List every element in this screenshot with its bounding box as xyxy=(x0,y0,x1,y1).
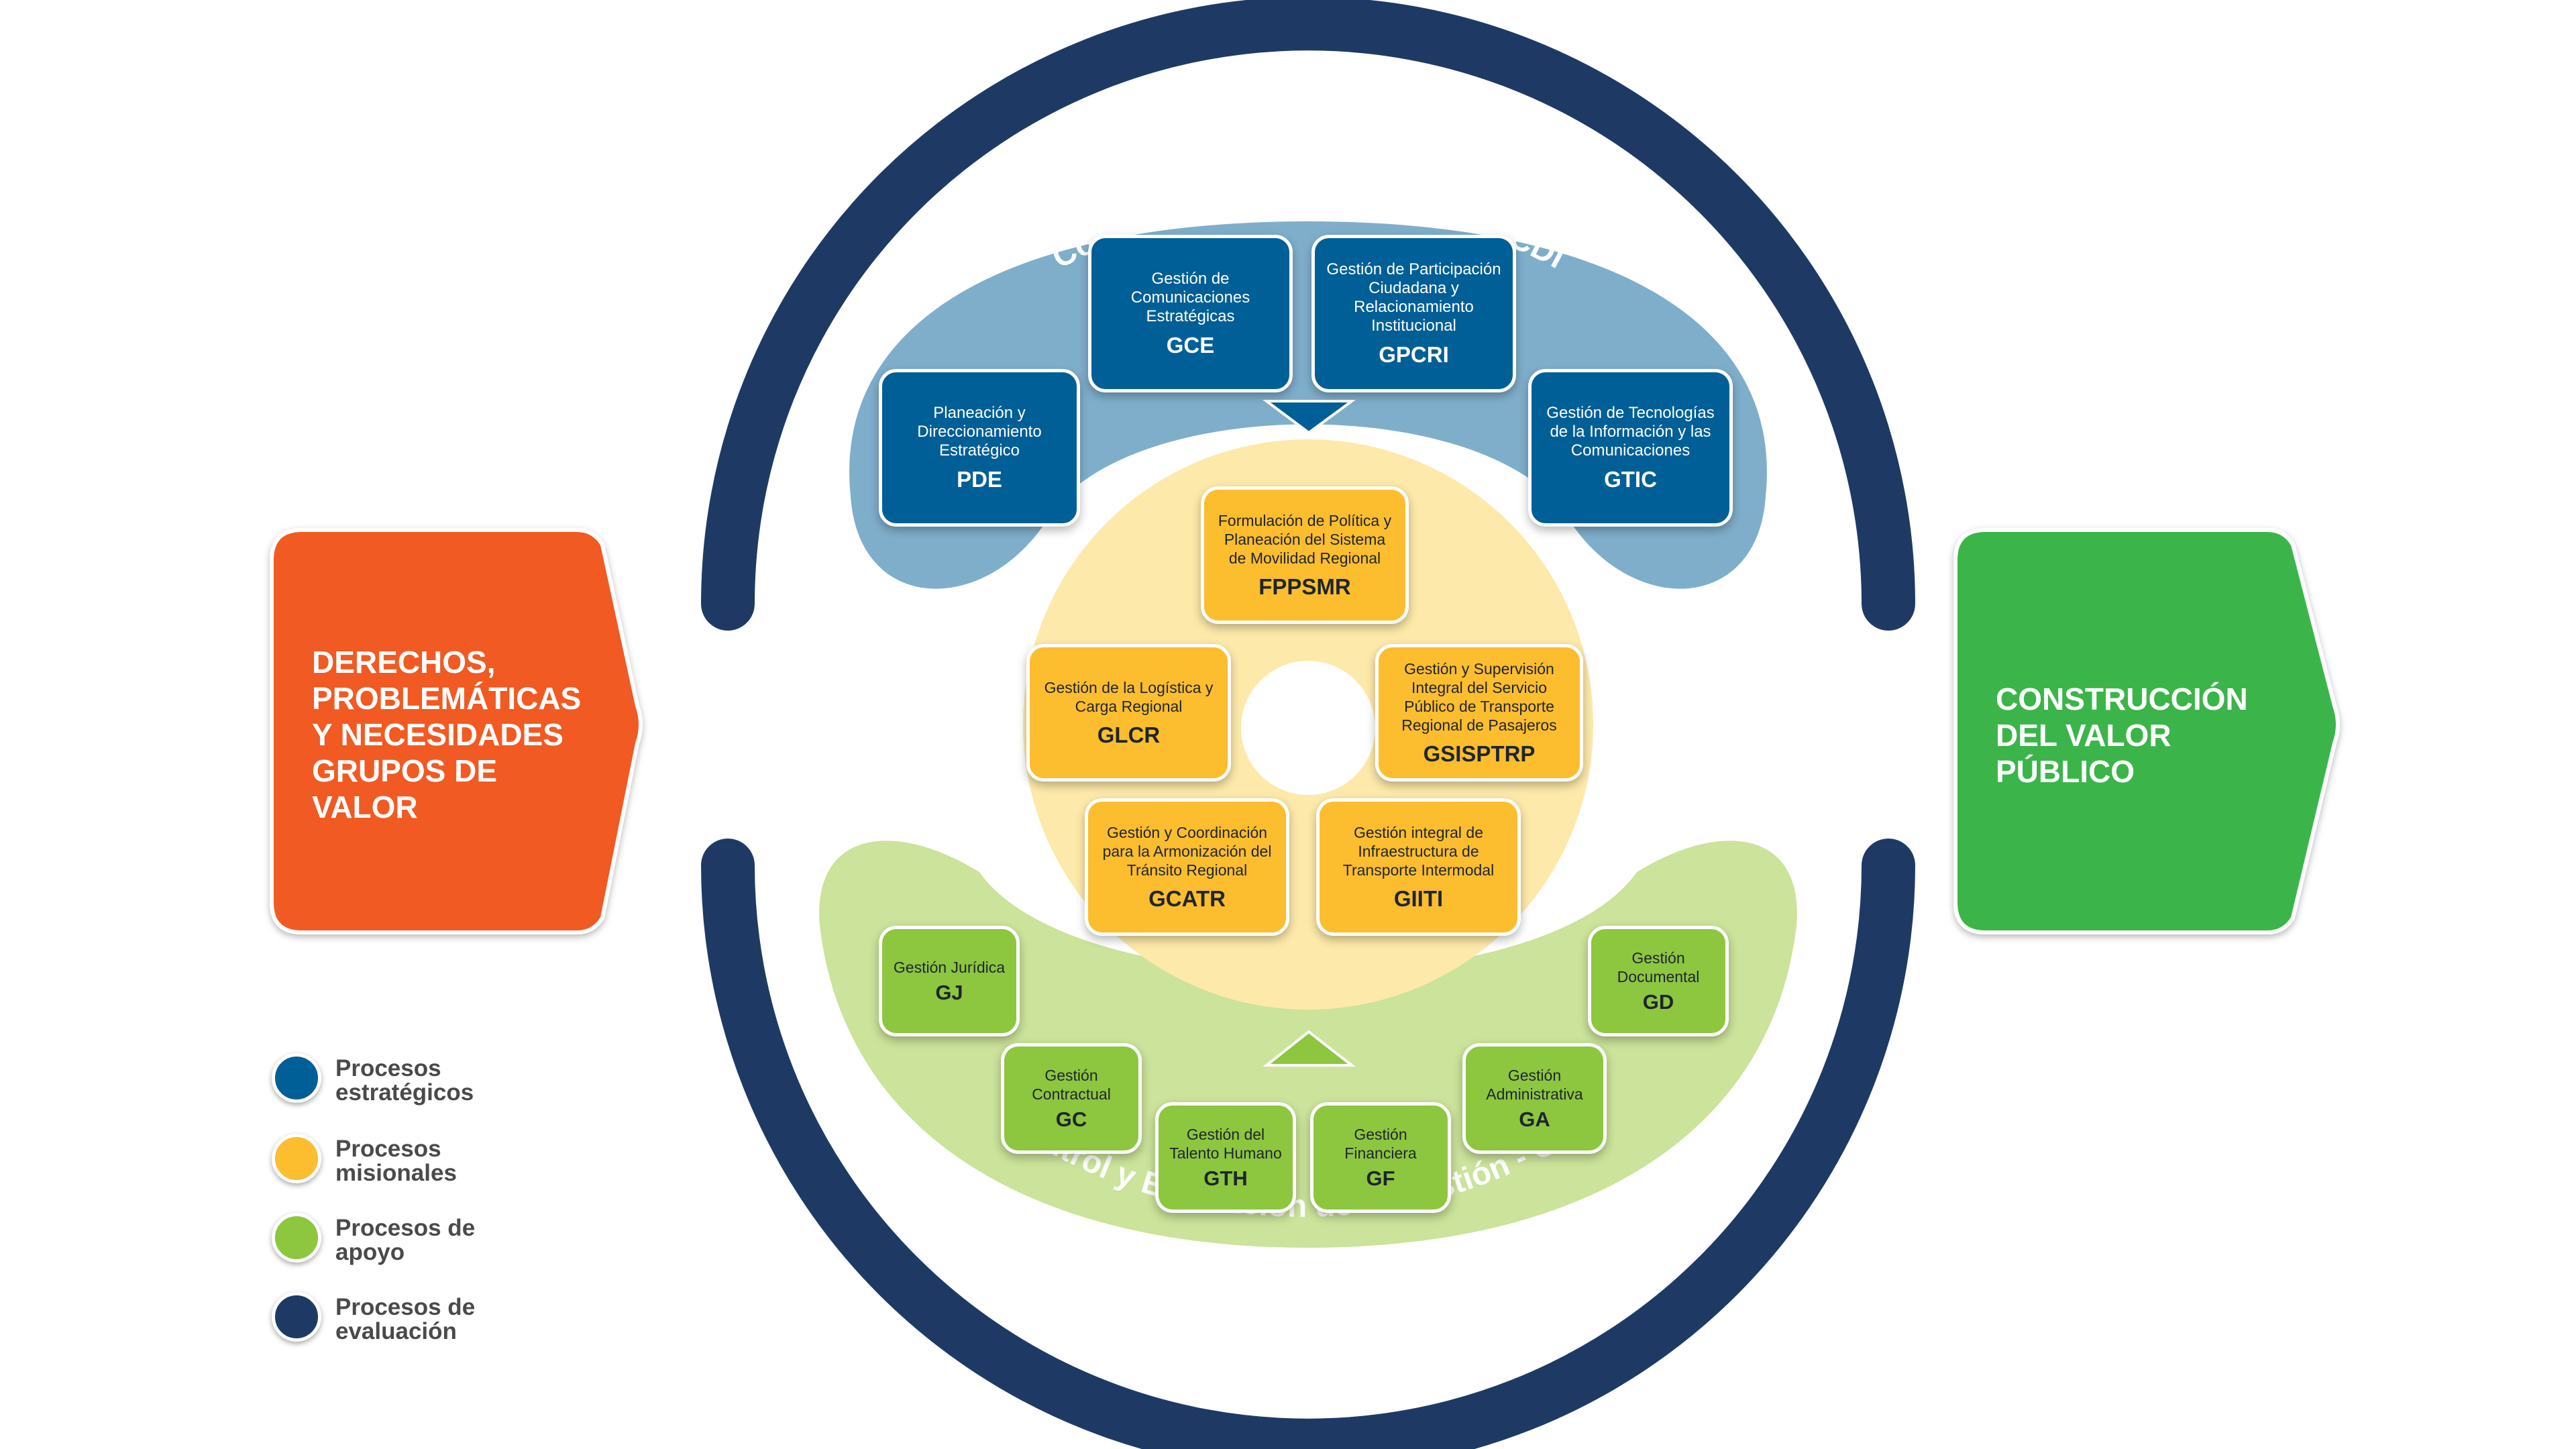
process-giiti[interactable]: Gestión integral de Infraestructura de T… xyxy=(1316,798,1521,936)
process-gj[interactable]: Gestión Jurídica GJ xyxy=(879,926,1020,1036)
strategic-flow-triangle xyxy=(1262,400,1356,435)
process-name: Gestión y Coordinación para la Armonizac… xyxy=(1102,823,1272,879)
process-code: FPPSMR xyxy=(1258,574,1351,599)
process-name: Gestión y Supervisión Integral del Servi… xyxy=(1401,659,1557,734)
process-gsisptrp[interactable]: Gestión y Supervisión Integral del Servi… xyxy=(1375,644,1583,782)
process-code: GA xyxy=(1519,1107,1550,1131)
process-pde[interactable]: Planeación y Direccionamiento Estratégic… xyxy=(879,369,1080,527)
process-glcr[interactable]: Gestión de la Logística y Carga Regional… xyxy=(1026,644,1231,782)
process-gd[interactable]: Gestión Documental GD xyxy=(1588,926,1729,1036)
process-code: GCE xyxy=(1166,332,1215,358)
process-name: Planeación y Direccionamiento Estratégic… xyxy=(917,403,1042,460)
process-name: Gestión Documental xyxy=(1617,949,1700,985)
process-code: GTH xyxy=(1203,1166,1248,1190)
process-ga[interactable]: Gestión Administrativa GA xyxy=(1462,1043,1607,1154)
process-name: Gestión de Comunicaciones Estratégicas xyxy=(1130,269,1250,325)
legend-label-missional: Procesos misionales xyxy=(335,1136,457,1186)
process-gpcri[interactable]: Gestión de Participación Ciudadana y Rel… xyxy=(1311,235,1516,392)
output-arrow xyxy=(1953,528,2340,934)
legend-dot-strategic xyxy=(272,1053,321,1103)
process-code: GCATR xyxy=(1148,885,1226,911)
process-name: Gestión integral de Infraestructura de T… xyxy=(1342,823,1495,879)
process-code: GPCRI xyxy=(1379,341,1449,367)
input-arrow xyxy=(270,528,643,934)
cdi-arc xyxy=(701,0,1915,631)
process-code: GD xyxy=(1642,989,1674,1014)
process-gf[interactable]: Gestión Financiera GF xyxy=(1310,1102,1451,1213)
legend-label-evaluation: Procesos de evaluación xyxy=(335,1294,476,1344)
process-fppsmr[interactable]: Formulación de Política y Planeación del… xyxy=(1201,486,1409,624)
support-flow-triangle xyxy=(1263,1030,1356,1067)
process-name: Gestión Administrativa xyxy=(1486,1066,1583,1103)
process-name: Gestión Financiera xyxy=(1344,1125,1417,1162)
ceg-arc xyxy=(701,839,1915,1449)
legend-dot-evaluation xyxy=(272,1292,321,1342)
legend-label-strategic: Procesos estratégicos xyxy=(335,1055,474,1106)
process-name: Formulación de Política y Planeación del… xyxy=(1218,511,1392,567)
legend-dot-support xyxy=(272,1213,321,1263)
process-name: Gestión de Participación Ciudadana y Rel… xyxy=(1326,260,1501,335)
process-gtic[interactable]: Gestión de Tecnologías de la Información… xyxy=(1528,369,1733,527)
process-code: GC xyxy=(1055,1107,1087,1131)
process-gcatr[interactable]: Gestión y Coordinación para la Armonizac… xyxy=(1085,798,1289,936)
process-name: Gestión de la Logística y Carga Regional xyxy=(1044,678,1214,715)
process-code: GF xyxy=(1366,1166,1395,1190)
input-label: DERECHOS, PROBLEMÁTICAS Y NECESIDADES GR… xyxy=(312,645,582,824)
process-name: Gestión Contractual xyxy=(1032,1066,1111,1103)
process-code: GJ xyxy=(935,980,963,1004)
process-code: GLCR xyxy=(1097,722,1161,747)
output-label: CONSTRUCCIÓN DEL VALOR PÚBLICO xyxy=(1996,682,2248,789)
process-name: Gestión Jurídica xyxy=(893,958,1006,976)
process-gth[interactable]: Gestión del Talento Humano GTH xyxy=(1155,1102,1296,1213)
process-code: GTIC xyxy=(1604,466,1657,492)
process-name: Gestión de Tecnologías de la Información… xyxy=(1546,403,1715,460)
process-name: Gestión del Talento Humano xyxy=(1169,1125,1282,1162)
process-code: GIITI xyxy=(1393,885,1444,911)
center-hole xyxy=(1241,661,1375,795)
process-gc[interactable]: Gestión Contractual GC xyxy=(1001,1043,1142,1154)
legend-dot-missional xyxy=(272,1134,321,1183)
process-code: GSISPTRP xyxy=(1423,741,1536,766)
process-gce[interactable]: Gestión de Comunicaciones Estratégicas G… xyxy=(1088,235,1293,392)
process-code: PDE xyxy=(957,466,1002,492)
legend-label-support: Procesos de apoyo xyxy=(335,1215,476,1265)
